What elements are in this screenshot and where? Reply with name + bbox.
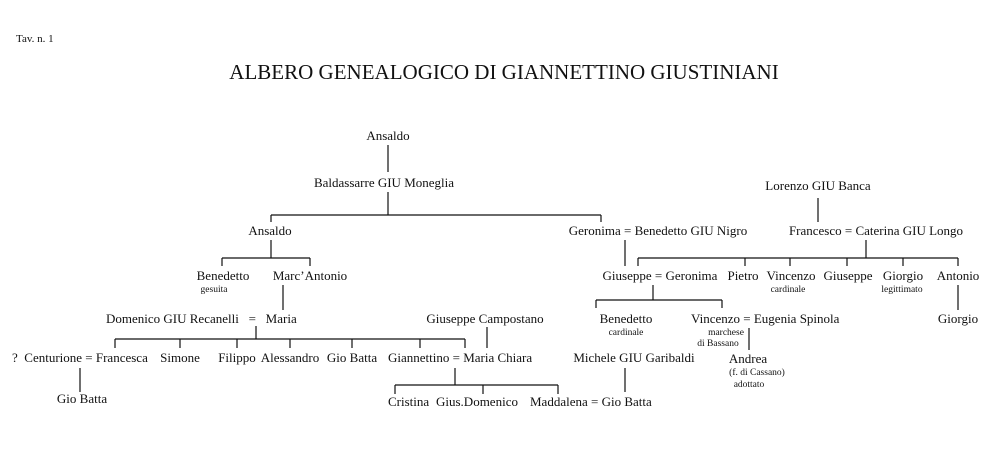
person-benedetto-gesuita: Benedetto [197,268,250,283]
person-giuseppe-campostano: Giuseppe Campostano [426,311,543,326]
person-vincenzo-cardinale: Vincenzo [766,268,815,283]
person-vincenzo-eugenia: Vincenzo = Eugenia Spinola [691,311,840,326]
person-ansaldo-2: Ansaldo [248,223,291,238]
person-antonio: Antonio [937,268,980,283]
person-domenico-maria: Domenico GIU Recanelli = Maria [106,311,297,326]
person-centurione-francesca: ? Centurione = Francesca [12,350,148,365]
note-gesuita: gesuita [201,285,229,295]
person-alessandro: Alessandro [261,350,320,365]
note-adottato: adottato [734,380,765,390]
note-figlio-di-cassano: (f. di Cassano) [729,367,785,378]
person-pietro: Pietro [727,268,758,283]
person-francesco-caterina: Francesco = Caterina GIU Longo [789,223,963,238]
person-gius-domenico: Gius.Domenico [436,394,518,409]
person-ansaldo-top: Ansaldo [366,128,409,143]
person-cristina: Cristina [388,394,429,409]
plate-label: Tav. n. 1 [16,33,54,45]
note-cardinale-vincenzo: cardinale [771,285,806,295]
person-marcantonio: Marc’Antonio [273,268,347,283]
tree-title: ALBERO GENEALOGICO DI GIANNETTINO GIUSTI… [229,60,778,84]
person-maddalena-giobatta: Maddalena = Gio Batta [530,394,652,409]
note-marchese: marchese [708,328,744,338]
person-andrea: Andrea [729,351,767,366]
person-giuseppe-geronima: Giuseppe = Geronima [603,268,718,283]
person-michele-garibaldi: Michele GIU Garibaldi [573,350,695,365]
person-simone: Simone [160,350,200,365]
person-giobatta-1: Gio Batta [327,350,377,365]
note-di-bassano: di Bassano [697,339,739,349]
person-giorgio-legittimato: Giorgio [883,268,923,283]
note-cardinale-benedetto: cardinale [609,328,644,338]
person-geronima-benedetto: Geronima = Benedetto GIU Nigro [569,223,747,238]
tree-connectors [79,145,959,394]
person-benedetto-cardinale: Benedetto [600,311,653,326]
person-giorgio-son: Giorgio [938,311,978,326]
person-giobatta-son: Gio Batta [57,391,107,406]
person-filippo: Filippo [218,350,256,365]
person-giuseppe-2: Giuseppe [823,268,872,283]
person-lorenzo: Lorenzo GIU Banca [765,178,871,193]
person-baldassarre: Baldassarre GIU Moneglia [314,175,454,190]
person-giannettino-maria-chiara: Giannettino = Maria Chiara [388,350,532,365]
note-legittimato: legittimato [881,285,922,295]
